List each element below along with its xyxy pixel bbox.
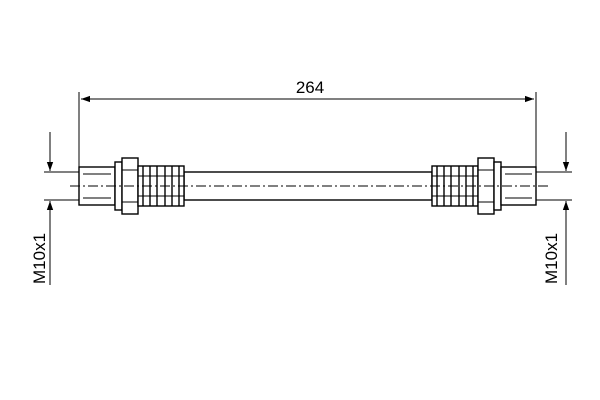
right-thread-label: M10x1 bbox=[542, 233, 561, 284]
left-thread-label: M10x1 bbox=[30, 233, 49, 284]
length-dimension: 264 bbox=[78, 78, 537, 170]
right-thread-dimension: M10x1 bbox=[536, 132, 572, 285]
left-thread-dimension: M10x1 bbox=[30, 132, 79, 285]
length-label: 264 bbox=[296, 78, 324, 97]
